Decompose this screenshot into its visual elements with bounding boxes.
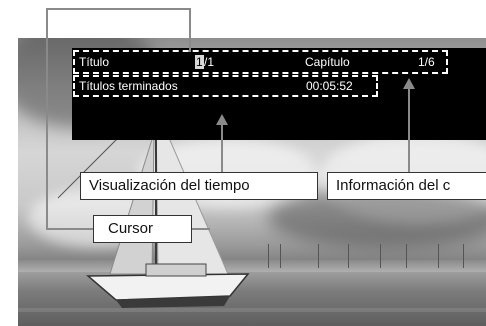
status-text: Títulos terminados [79,79,178,93]
chapter-label: Capítulo [305,55,350,69]
title-label: Título [79,55,110,69]
chapter-arrow-head [403,78,415,89]
cursor-connector-top [46,8,191,10]
title-cursor[interactable]: 1 [195,55,204,69]
cursor-connector-vertical-left [46,8,48,230]
osd-row-title-chapter [73,50,448,74]
time-arrow-line [221,124,223,172]
callout-cursor: Cursor [93,215,192,243]
chapter-value: 1/6 [418,55,435,69]
cursor-connector-bottom-right [192,228,210,230]
chapter-arrow-line [408,88,410,172]
cursor-connector-bottom [46,228,94,230]
title-value: /1 [204,55,215,69]
callout-info-display: Información del c [327,172,486,200]
cursor-connector-vertical-right [189,8,191,52]
osd-row-status-time [73,75,378,97]
time-arrow-head [216,114,228,125]
time-value: 00:05:52 [306,79,353,93]
osd-banner [72,48,486,140]
callout-time-display: Visualización del tiempo [80,172,318,200]
